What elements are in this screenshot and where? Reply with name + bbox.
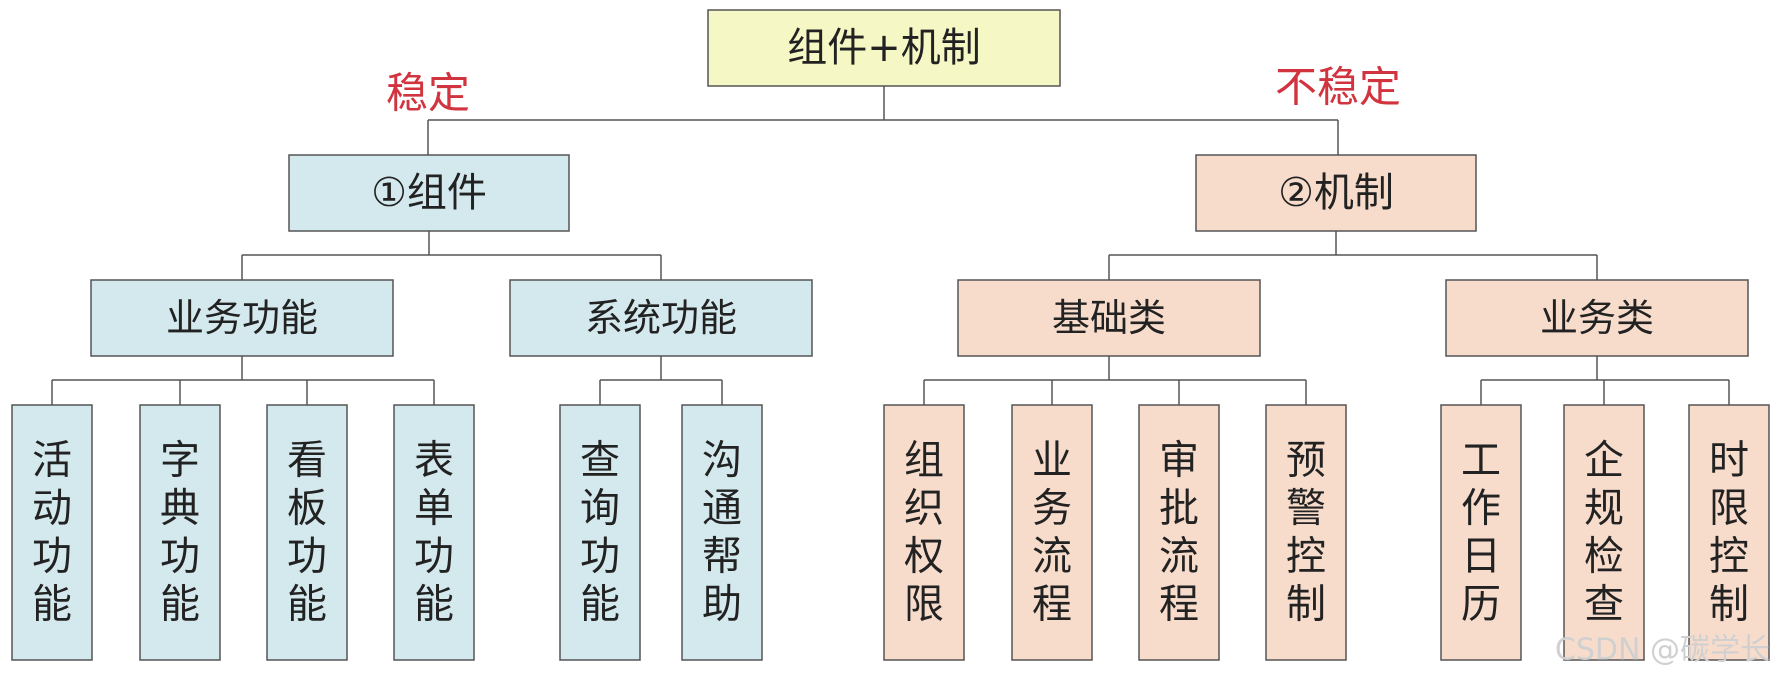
leaf-label-char: 查 [1584,582,1624,628]
leaf-nodes: 活动功能字典功能看板功能表单功能查询功能沟通帮助组织权限业务流程审批流程预警控制… [11,404,1770,661]
leaf-label-char: 查 [580,438,620,484]
leaf-node [11,404,93,661]
leaf-label-char: 字 [160,438,200,484]
leaf-label-char: 限 [904,582,944,628]
group-node-system-functions [509,279,813,357]
leaf-node [559,404,641,661]
leaf-label-char: 制 [1709,582,1749,628]
leaf-node [266,404,348,661]
branch-label-mechanisms: ②机制 [1278,170,1394,216]
leaf-node [1563,404,1645,661]
leaf-label-char: 务 [1032,486,1072,532]
leaf-label-char: 审 [1159,438,1199,484]
leaf-label-char: 批 [1159,486,1199,532]
watermark: CSDN @碳学长 [1555,633,1770,668]
leaf-label-char: 时 [1709,438,1749,484]
leaf-label-char: 规 [1584,486,1624,532]
leaf-node [1138,404,1220,661]
leaf-node [1688,404,1770,661]
leaf-node [393,404,475,661]
leaf-label-char: 控 [1709,534,1749,580]
leaf-label-char: 作 [1461,486,1501,532]
leaf-label-char: 询 [580,486,620,532]
connector-lines [51,86,1730,405]
leaf-label-char: 能 [160,582,200,628]
leaf-label-char: 织 [904,486,944,532]
leaf-label-char: 沟 [702,438,742,484]
branch-node-components [288,154,570,232]
leaf-label-char: 警 [1286,486,1326,532]
group-node-business-functions [90,279,394,357]
leaf-label-char: 工 [1461,438,1501,484]
leaf-label-char: 功 [287,534,327,580]
group-label-business-functions: 业务功能 [166,296,318,340]
leaf-label-char: 业 [1032,438,1072,484]
group-node-basic [957,279,1261,357]
leaf-label-char: 看 [287,438,327,484]
leaf-label-char: 表 [414,438,454,484]
stable-label: 稳定 [386,69,470,118]
leaf-label-char: 通 [702,486,742,532]
leaf-label-char: 功 [580,534,620,580]
leaf-label-char: 典 [160,486,200,532]
leaf-node [681,404,763,661]
leaf-label-char: 功 [32,534,72,580]
leaf-label-char: 日 [1461,534,1501,580]
leaf-label-char: 能 [414,582,454,628]
leaf-label-char: 权 [904,534,944,580]
leaf-label-char: 助 [702,582,742,628]
leaf-label-char: 流 [1159,534,1199,580]
leaf-label-char: 检 [1584,534,1624,580]
leaf-label-char: 板 [287,486,327,532]
leaf-label-char: 企 [1584,438,1624,484]
root-label: 组件+机制 [787,25,981,71]
root-node [707,9,1061,87]
group-label-basic: 基础类 [1052,296,1166,340]
leaf-label-char: 流 [1032,534,1072,580]
branch-node-mechanisms [1195,154,1477,232]
unstable-label: 不稳定 [1275,63,1401,112]
leaf-node [1011,404,1093,661]
leaf-label-char: 预 [1286,438,1326,484]
leaf-label-char: 能 [32,582,72,628]
leaf-label-char: 历 [1461,582,1501,628]
leaf-label-char: 制 [1286,582,1326,628]
leaf-label-char: 程 [1159,582,1199,628]
group-label-business: 业务类 [1540,296,1654,340]
leaf-label-char: 控 [1286,534,1326,580]
leaf-label-char: 单 [414,486,454,532]
leaf-node [139,404,221,661]
leaf-label-char: 动 [32,486,72,532]
leaf-label-char: 功 [160,534,200,580]
leaf-label-char: 能 [580,582,620,628]
leaf-label-char: 功 [414,534,454,580]
leaf-node [1265,404,1347,661]
group-node-business [1445,279,1749,357]
leaf-label-char: 组 [904,438,944,484]
group-label-system-functions: 系统功能 [585,296,737,340]
leaf-label-char: 限 [1709,486,1749,532]
leaf-label-char: 能 [287,582,327,628]
leaf-node [1440,404,1522,661]
leaf-label-char: 帮 [702,534,742,580]
leaf-label-char: 活 [32,438,72,484]
branch-label-components: ①组件 [371,170,487,216]
leaf-label-char: 程 [1032,582,1072,628]
leaf-node [883,404,965,661]
